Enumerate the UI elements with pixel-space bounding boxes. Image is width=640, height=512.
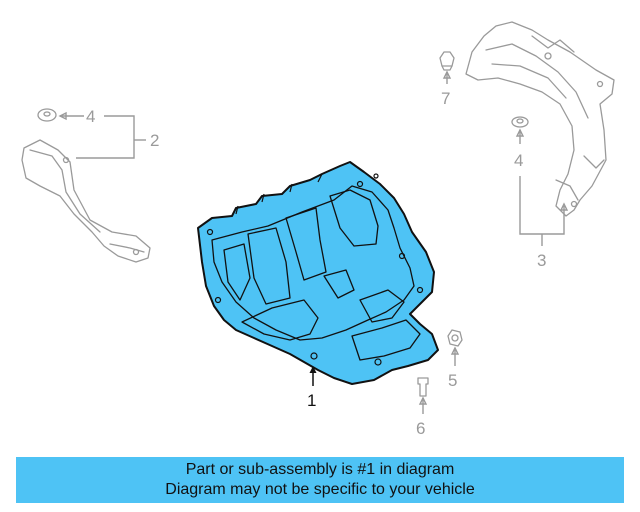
nut-part-5	[447, 329, 463, 347]
right-crossmember-group	[465, 21, 615, 246]
washer-left-part-4	[37, 108, 57, 122]
callout-part-6: 6	[416, 419, 425, 438]
left-bracket-group	[21, 108, 151, 263]
callout-part-7: 7	[441, 89, 450, 108]
callout-part-4-left: 4	[86, 107, 95, 126]
leader-bracket-part-2	[76, 115, 135, 159]
crossmember-part-3	[465, 21, 615, 217]
callout-part-4-right: 4	[514, 151, 523, 170]
callout-part-1: 1	[307, 391, 316, 410]
banner-line-disclaimer: Diagram may not be specific to your vehi…	[165, 481, 475, 498]
fasteners-group	[417, 329, 463, 414]
clip-part-7	[439, 51, 455, 67]
callout-part-2: 2	[150, 131, 159, 150]
info-banner: Part or sub-assembly is #1 in diagram Di…	[16, 457, 624, 503]
clip-part-7-group	[439, 51, 455, 84]
banner-line-part-info: Part or sub-assembly is #1 in diagram	[185, 461, 455, 478]
callout-part-5: 5	[448, 371, 457, 390]
bracket-part-2	[21, 139, 151, 263]
under-cover-part-1	[197, 161, 439, 386]
parts-diagram: 1 2 3 4 4 5 6 7	[21, 21, 615, 438]
callout-part-3: 3	[537, 251, 546, 270]
washer-right-part-4	[511, 116, 529, 128]
bolt-part-6	[417, 377, 429, 397]
